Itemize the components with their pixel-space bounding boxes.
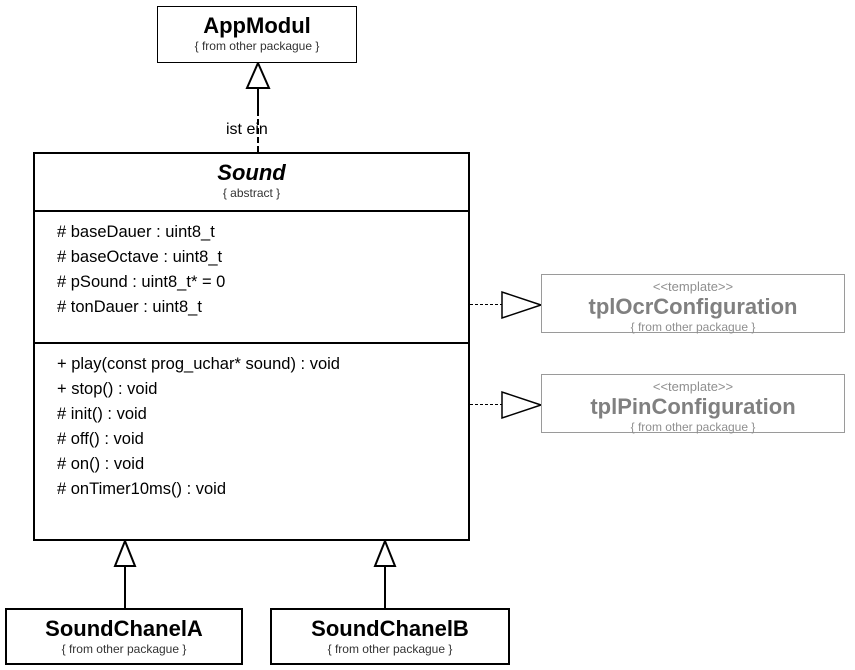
sound-operations-compartment: + play(const prog_uchar* sound) : void +…: [35, 342, 468, 539]
attribute-row: # pSound : uint8_t* = 0: [57, 273, 226, 291]
generalization-arrowhead-soundchanelb: [373, 540, 397, 567]
operation-row: # onTimer10ms() : void: [57, 480, 227, 498]
sound-class-name: Sound: [217, 160, 286, 185]
attribute-row: # baseOctave : uint8_t: [57, 248, 223, 266]
dependency-line-pin: [470, 404, 523, 405]
dependency-arrowhead-pin: [501, 390, 544, 420]
operation-row: # on() : void: [57, 455, 145, 473]
operation-row: + stop() : void: [57, 380, 158, 398]
sound-abstract-note: { abstract }: [222, 186, 281, 200]
soundchanelb-package-note: { from other packague }: [327, 642, 453, 656]
class-box-sound[interactable]: Sound { abstract } # baseDauer : uint8_t…: [33, 152, 470, 541]
generalization-line-upper: [257, 88, 259, 110]
appmodul-package-note: { from other packague }: [194, 39, 320, 53]
generalization-line-lower: [257, 110, 259, 152]
soundchanelb-header: SoundChanelB { from other packague }: [272, 610, 508, 657]
generalization-arrowhead-appmodul: [245, 62, 271, 89]
generalization-arrowhead-soundchanela: [113, 540, 137, 567]
generalization-line-soundchanelb: [384, 566, 386, 609]
class-box-tplocrconfiguration[interactable]: <<template>> tplOcrConfiguration { from …: [541, 274, 845, 335]
tplocrconfiguration-class-name: tplOcrConfiguration: [588, 294, 798, 319]
attribute-row: # baseDauer : uint8_t: [57, 223, 215, 241]
operation-row: # init() : void: [57, 405, 147, 423]
relation-label-ist-ein: ist ein: [222, 121, 272, 139]
class-box-soundchanelb[interactable]: SoundChanelB { from other packague }: [270, 608, 510, 665]
class-box-tplpinconfiguration[interactable]: <<template>> tplPinConfiguration { from …: [541, 374, 845, 435]
sound-header: Sound { abstract }: [35, 154, 468, 210]
soundchanela-header: SoundChanelA { from other packague }: [7, 610, 241, 657]
soundchanela-package-note: { from other packague }: [61, 642, 187, 656]
tplpinconfiguration-header: <<template>> tplPinConfiguration { from …: [542, 375, 844, 435]
dependency-arrowhead-ocr: [501, 290, 544, 320]
tplpinconfiguration-package-note: { from other packague }: [630, 420, 756, 434]
operation-row: # off() : void: [57, 430, 144, 448]
class-box-appmodul[interactable]: AppModul { from other packague }: [157, 6, 357, 63]
tplocrconfiguration-stereotype: <<template>>: [652, 279, 734, 294]
appmodul-header: AppModul { from other packague }: [158, 7, 356, 54]
sound-attributes-compartment: # baseDauer : uint8_t # baseOctave : uin…: [35, 210, 468, 342]
dependency-line-ocr: [470, 304, 523, 305]
attribute-row: # tonDauer : uint8_t: [57, 298, 202, 316]
soundchanelb-class-name: SoundChanelB: [311, 616, 469, 641]
generalization-line-soundchanela: [124, 566, 126, 609]
tplpinconfiguration-stereotype: <<template>>: [652, 379, 734, 394]
operation-row: + play(const prog_uchar* sound) : void: [57, 355, 340, 373]
tplpinconfiguration-class-name: tplPinConfiguration: [590, 394, 796, 419]
class-box-soundchanela[interactable]: SoundChanelA { from other packague }: [5, 608, 243, 665]
tplocrconfiguration-package-note: { from other packague }: [630, 320, 756, 334]
appmodul-class-name: AppModul: [203, 13, 311, 38]
tplocrconfiguration-header: <<template>> tplOcrConfiguration { from …: [542, 275, 844, 335]
soundchanela-class-name: SoundChanelA: [45, 616, 203, 641]
